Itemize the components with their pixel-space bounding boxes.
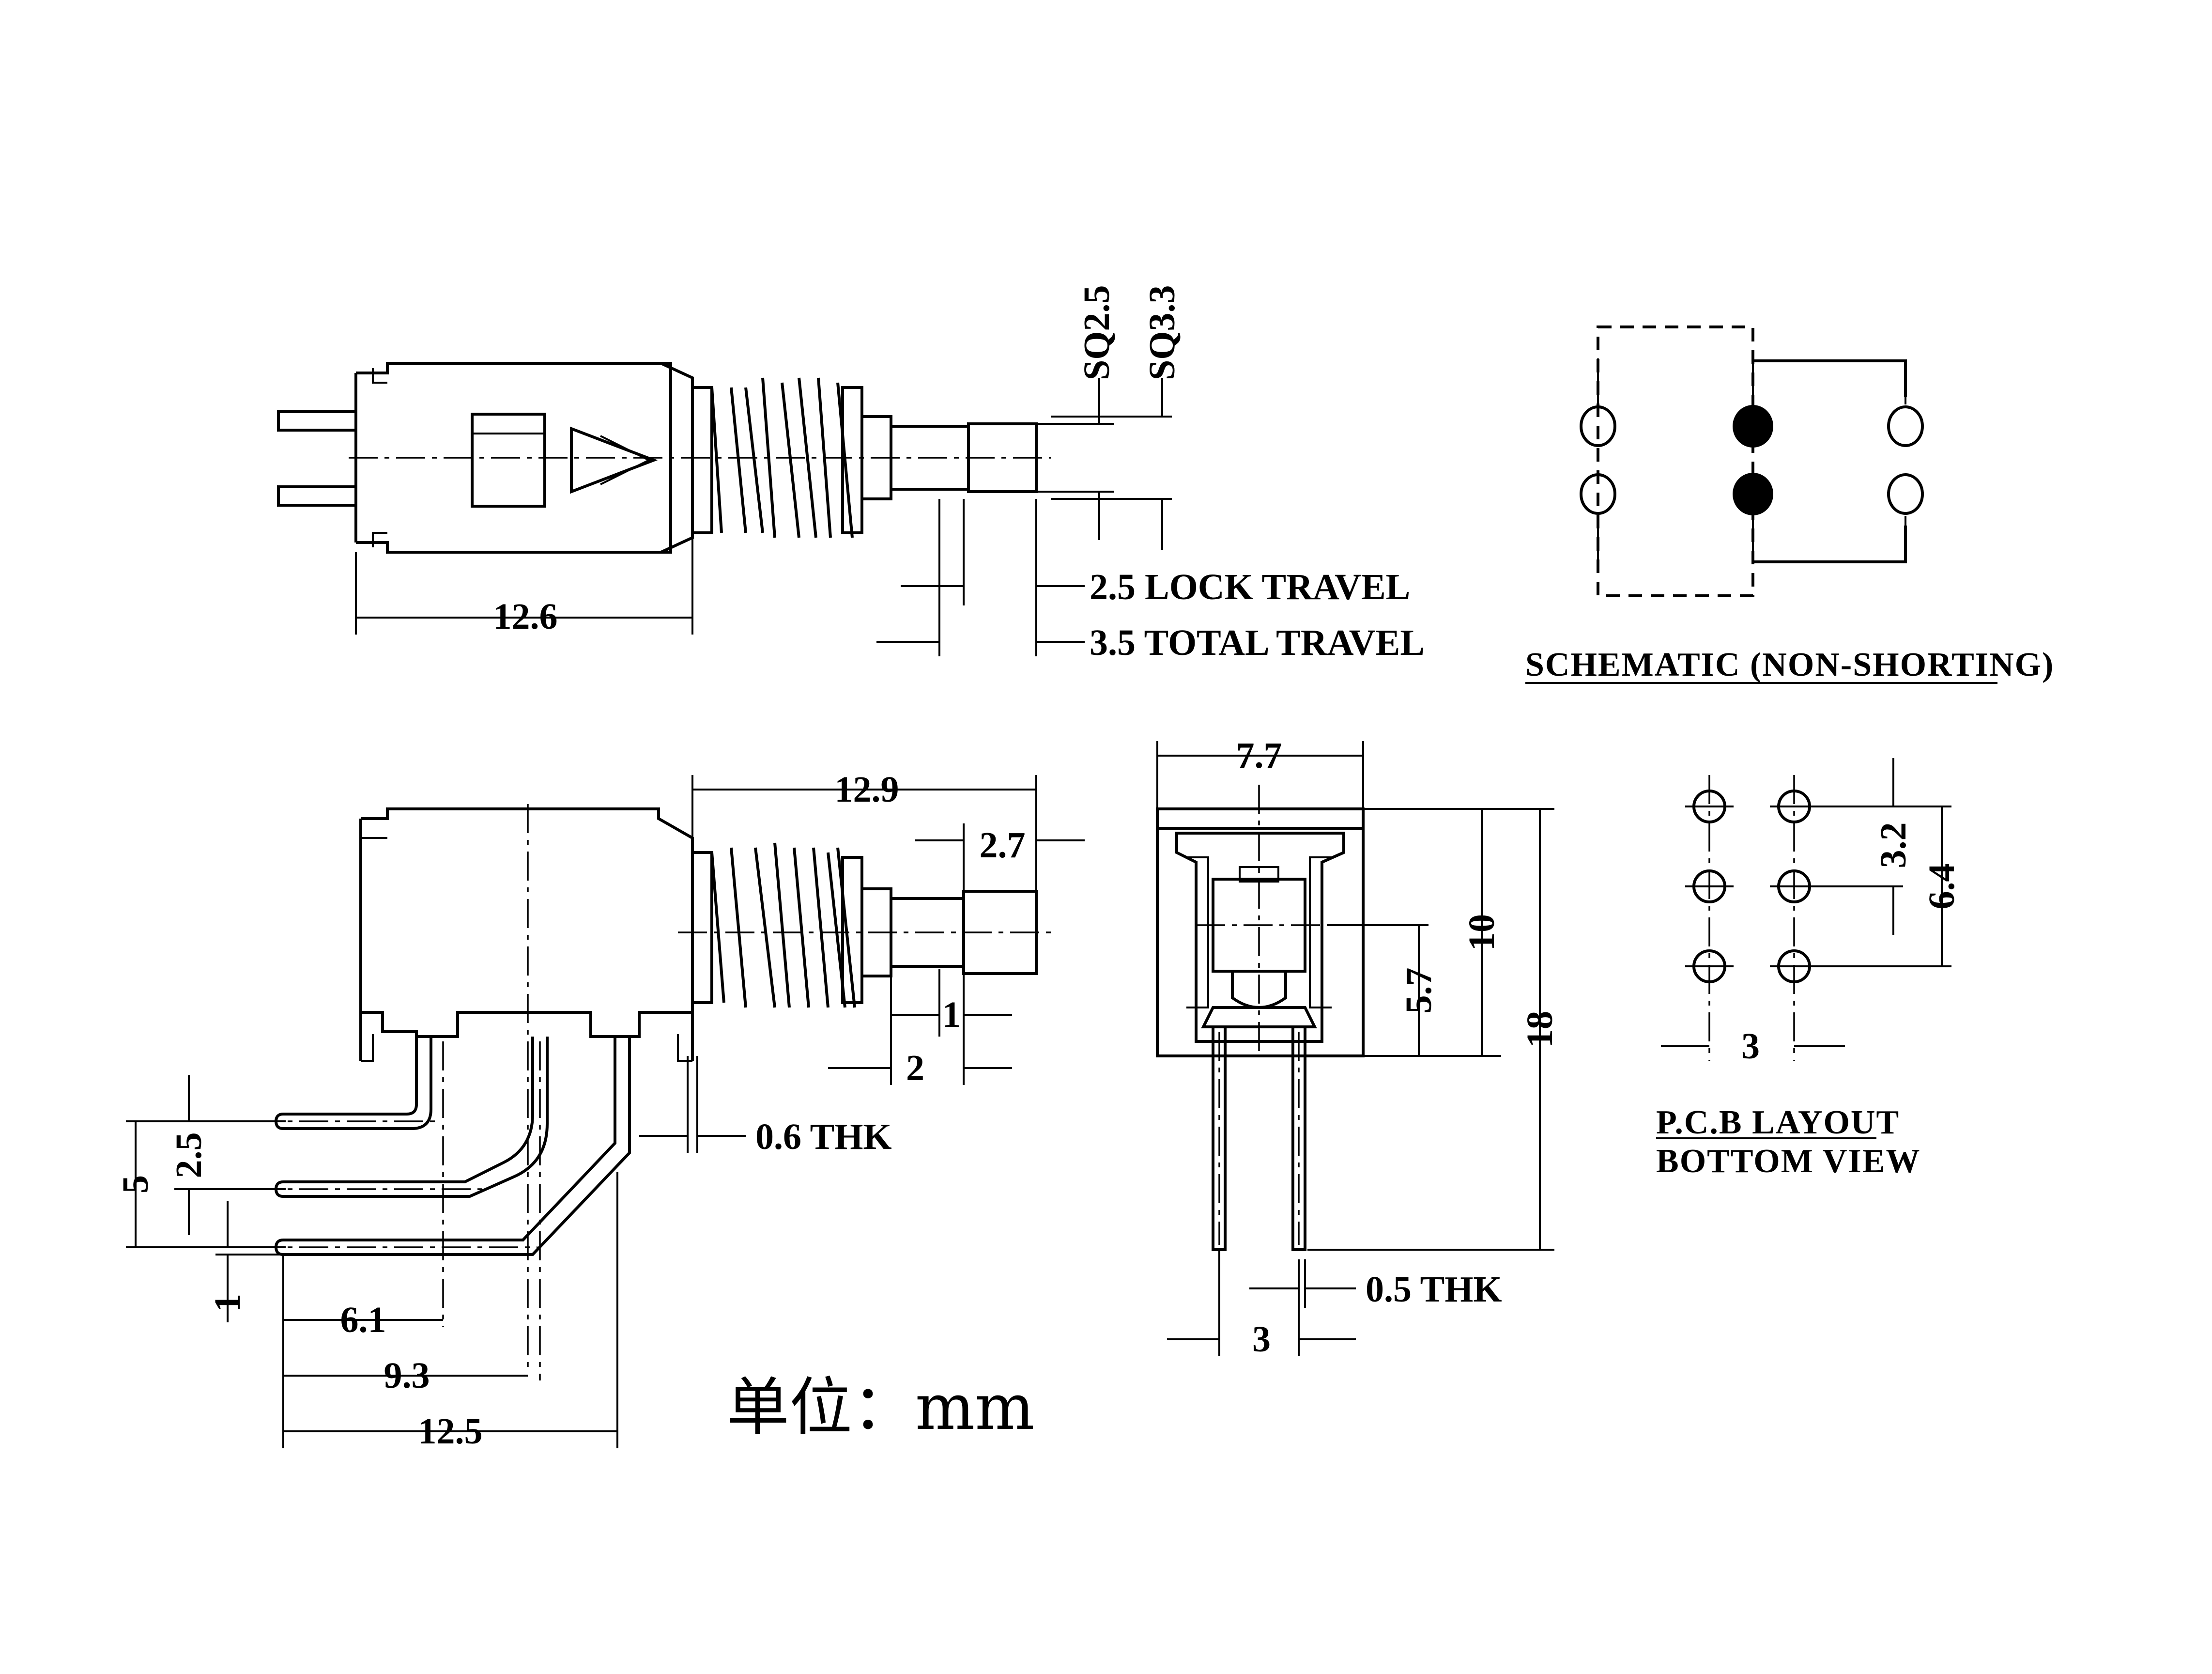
schematic-caption: SCHEMATIC (NON-SHORTING) (1525, 646, 2054, 683)
dim-thickness-front: 0.5 THK (1366, 1269, 1502, 1310)
lock-travel-label: 2.5 LOCK TRAVEL (1090, 567, 1410, 607)
dim-center-height: 5.7 (1398, 968, 1439, 1014)
dim-body-length: 12.6 (493, 596, 558, 637)
pcb-caption-2: BOTTOM VIEW (1656, 1143, 1921, 1180)
dim-pin-pitch: 2.5 (169, 1132, 209, 1178)
dim-col-pitch: 3 (1741, 1026, 1760, 1067)
total-travel-label: 3.5 TOTAL TRAVEL (1090, 622, 1425, 663)
dim-sq-small: SQ2.5 (1076, 285, 1117, 380)
dim-row-span: 6.4 (1921, 864, 1962, 910)
dim-row-pitch: 3.2 (1873, 822, 1914, 868)
dim-1: 1 (942, 994, 961, 1035)
dim-len-a: 6.1 (340, 1300, 386, 1340)
unit-label: 单位：mm (726, 1370, 1035, 1444)
dim-button-length: 2.7 (980, 825, 1026, 866)
dim-width: 7.7 (1236, 735, 1282, 776)
dim-body-height: 10 (1461, 914, 1502, 951)
dim-overall-length: 12.9 (835, 769, 899, 810)
dim-2: 2 (906, 1048, 924, 1088)
front-view (1156, 741, 1554, 1356)
dim-len-b: 9.3 (384, 1355, 430, 1396)
dim-pin-span: 5 (115, 1175, 156, 1194)
dim-len-c: 12.5 (418, 1411, 483, 1452)
schematic (1525, 326, 1997, 684)
dim-total-height: 18 (1520, 1011, 1560, 1048)
side-view (126, 775, 1085, 1448)
dim-sq-large: SQ3.3 (1142, 285, 1183, 380)
pcb-holes (1685, 790, 1821, 983)
pcb-caption-1: P.C.B LAYOUT (1656, 1104, 1900, 1141)
dim-pin-offset: 1 (207, 1294, 248, 1312)
top-view (277, 362, 1172, 656)
pcb-layout (1656, 758, 1951, 1139)
dim-pin-pitch-front: 3 (1252, 1319, 1271, 1360)
dim-thickness-side: 0.6 THK (755, 1116, 892, 1157)
